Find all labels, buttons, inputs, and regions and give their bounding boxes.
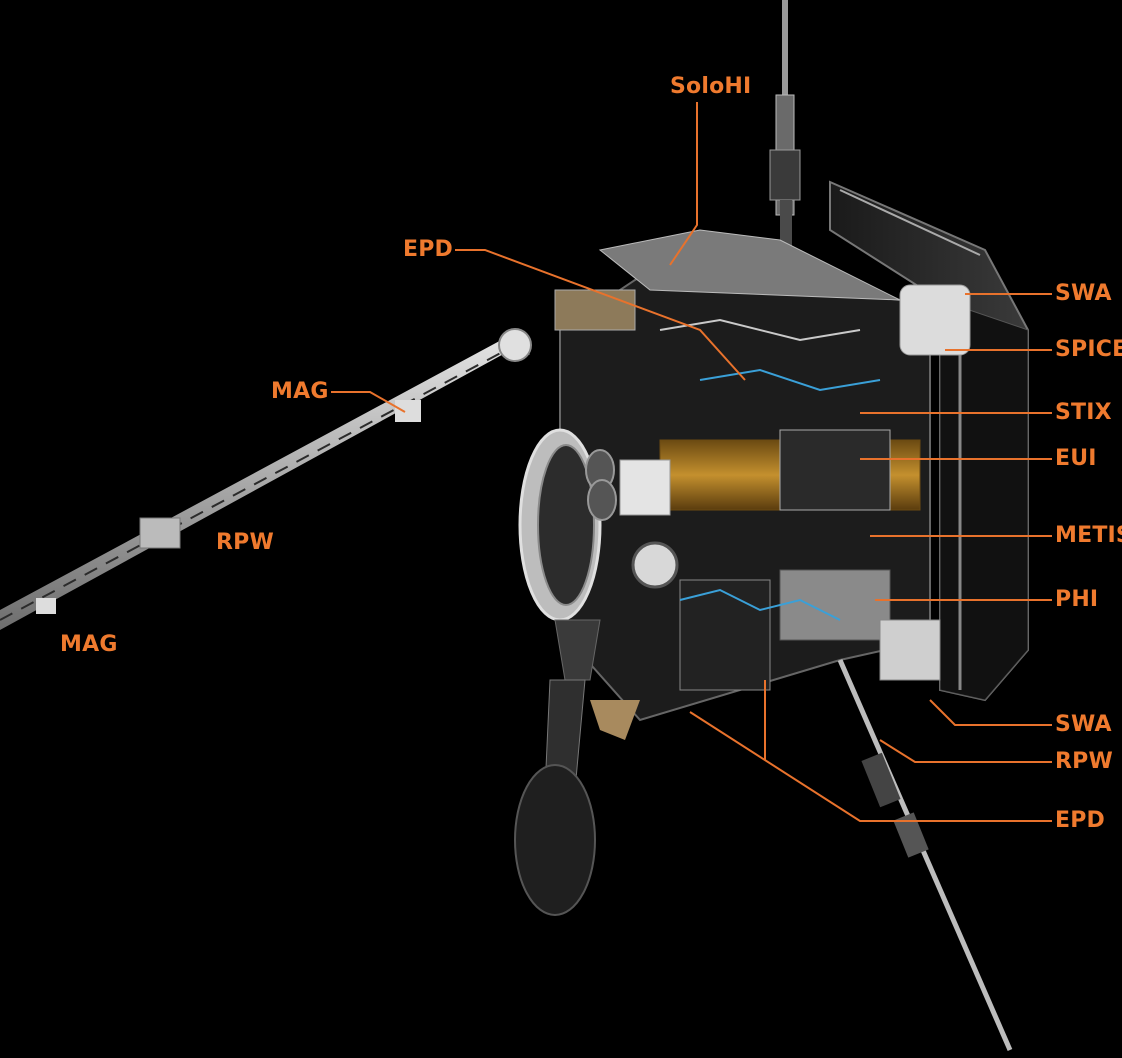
- spacecraft-bus: [559, 229, 971, 722]
- leader-epd-top: [455, 249, 746, 381]
- leader-mag-upper: [331, 391, 406, 413]
- lower-antenna: [837, 659, 1013, 1051]
- label-soloHI: SoloHI: [670, 74, 752, 99]
- label-swa-top: SWA: [1055, 281, 1112, 306]
- leader-rpw-right: [879, 739, 1052, 763]
- label-spice: SPICE: [1055, 337, 1122, 362]
- upper-antenna: [769, 0, 801, 290]
- label-epd-bottom: EPD: [1055, 808, 1106, 833]
- label-rpw-left: RPW: [216, 530, 274, 555]
- label-rpw-right: RPW: [1055, 749, 1113, 774]
- label-eui: EUI: [1055, 446, 1097, 471]
- label-epd-top: EPD: [403, 237, 454, 262]
- instrument-boom: [0, 289, 636, 630]
- label-metis: METIS: [1055, 523, 1122, 548]
- label-stix: STIX: [1055, 400, 1112, 425]
- label-mag-lower: MAG: [60, 632, 118, 657]
- high-gain-antenna: [518, 428, 617, 622]
- label-swa-bottom: SWA: [1055, 712, 1112, 737]
- leader-epd-bottom: [689, 711, 1052, 822]
- lower-arm-antenna: [514, 619, 640, 916]
- leader-lines: [331, 102, 1052, 822]
- leader-swa-bottom: [929, 699, 1052, 726]
- label-mag-upper: MAG: [271, 379, 329, 404]
- label-phi: PHI: [1055, 587, 1099, 612]
- leader-soloHI: [669, 102, 698, 266]
